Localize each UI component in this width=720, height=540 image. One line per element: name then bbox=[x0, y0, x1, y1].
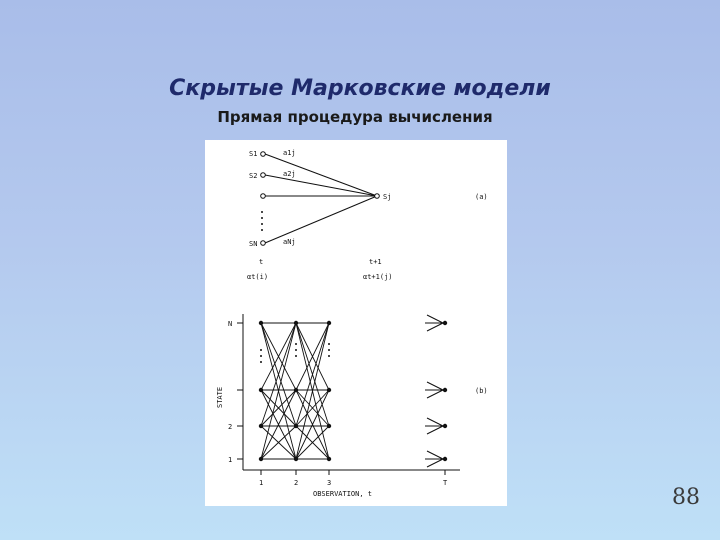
alpha-right-label: αt+1(j) bbox=[363, 273, 393, 281]
weight-a2j: a2j bbox=[283, 170, 296, 178]
trellis-node bbox=[293, 423, 299, 429]
trellis-node bbox=[293, 387, 299, 393]
state-nodes-a bbox=[260, 151, 380, 246]
arrow-in bbox=[426, 314, 444, 324]
trellis-node-t bbox=[442, 387, 448, 393]
trellis-edge bbox=[295, 389, 330, 460]
edge-a-0 bbox=[264, 153, 378, 197]
trellis-node-t bbox=[442, 423, 448, 429]
arrow-in bbox=[426, 381, 444, 391]
trellis-edge bbox=[260, 389, 297, 427]
trellis-node bbox=[326, 456, 332, 462]
weight-anj: aNj bbox=[283, 238, 296, 246]
state-node-a-3 bbox=[260, 240, 266, 246]
x-axis-label: OBSERVATION, t bbox=[313, 490, 372, 498]
state-label-sn: SN bbox=[249, 240, 257, 248]
trellis-edge bbox=[260, 389, 297, 460]
target-state-label: Sj bbox=[383, 193, 391, 201]
trellis-nodes bbox=[258, 320, 448, 462]
edge-a-3 bbox=[264, 195, 378, 244]
arrow-in bbox=[426, 450, 444, 460]
trellis-node bbox=[326, 387, 332, 393]
state-node-a-1 bbox=[260, 172, 266, 178]
y-tick-n: N bbox=[228, 320, 232, 328]
y-tick-2: 2 bbox=[228, 423, 232, 431]
trellis-edge bbox=[295, 389, 330, 427]
trellis-node bbox=[258, 456, 264, 462]
trellis-arrowheads bbox=[425, 314, 444, 468]
target-node-a bbox=[374, 193, 380, 199]
arrow-in bbox=[426, 417, 444, 427]
state-node-a-2 bbox=[260, 193, 266, 199]
page-number: 88 bbox=[672, 485, 700, 510]
arrow-in bbox=[426, 322, 444, 332]
trellis-figure: S1 S2 SN Sj a1j a2j aNj t t+1 αt(i) αt+1… bbox=[205, 140, 507, 506]
x-tick-3: 3 bbox=[327, 479, 331, 487]
trellis-node-t bbox=[442, 456, 448, 462]
trellis-node bbox=[258, 320, 264, 326]
trellis-edge bbox=[260, 322, 297, 391]
y-tick-1: 1 bbox=[228, 456, 232, 464]
slide-subtitle: Прямая процедура вычисления bbox=[217, 108, 493, 126]
panel-a-label: (a) bbox=[475, 193, 488, 201]
trellis-edge bbox=[295, 322, 330, 460]
weight-a1j: a1j bbox=[283, 149, 296, 157]
time-left-label: t bbox=[259, 258, 263, 266]
vertical-ellipsis-b bbox=[260, 343, 330, 363]
vertical-ellipsis-a bbox=[261, 211, 263, 231]
edge-a-1 bbox=[264, 174, 378, 197]
trellis-edges bbox=[260, 322, 330, 460]
state-label-s1: S1 bbox=[249, 150, 257, 158]
trellis-node bbox=[326, 320, 332, 326]
trellis-diagram: S1 S2 SN Sj a1j a2j aNj t t+1 αt(i) αt+1… bbox=[216, 149, 488, 498]
trellis-node-t bbox=[442, 320, 448, 326]
trellis-edge bbox=[295, 425, 330, 460]
trellis-node bbox=[258, 423, 264, 429]
trellis-node bbox=[258, 387, 264, 393]
arrow-in bbox=[426, 389, 444, 399]
trellis-edge bbox=[260, 425, 297, 460]
trellis-node bbox=[326, 423, 332, 429]
x-tick-2: 2 bbox=[294, 479, 298, 487]
slide-title: Скрытые Марковские модели bbox=[169, 76, 551, 101]
alpha-left-label: αt(i) bbox=[247, 273, 268, 281]
trellis-edge bbox=[295, 322, 330, 427]
state-node-a-0 bbox=[260, 151, 266, 157]
panel-b-label: (b) bbox=[475, 387, 488, 395]
trellis-node bbox=[293, 456, 299, 462]
trellis-edge bbox=[260, 322, 297, 427]
y-axis-label: STATE bbox=[216, 387, 224, 408]
x-tick-1: 1 bbox=[259, 479, 263, 487]
arrow-in bbox=[426, 458, 444, 468]
forward-edges-a bbox=[264, 153, 378, 244]
trellis-node bbox=[293, 320, 299, 326]
arrow-in bbox=[426, 425, 444, 435]
x-tick-t: T bbox=[443, 479, 448, 487]
time-right-label: t+1 bbox=[369, 258, 382, 266]
state-label-s2: S2 bbox=[249, 172, 257, 180]
trellis-axes bbox=[237, 314, 460, 475]
trellis-edge bbox=[260, 322, 297, 460]
trellis-edge bbox=[295, 322, 330, 391]
